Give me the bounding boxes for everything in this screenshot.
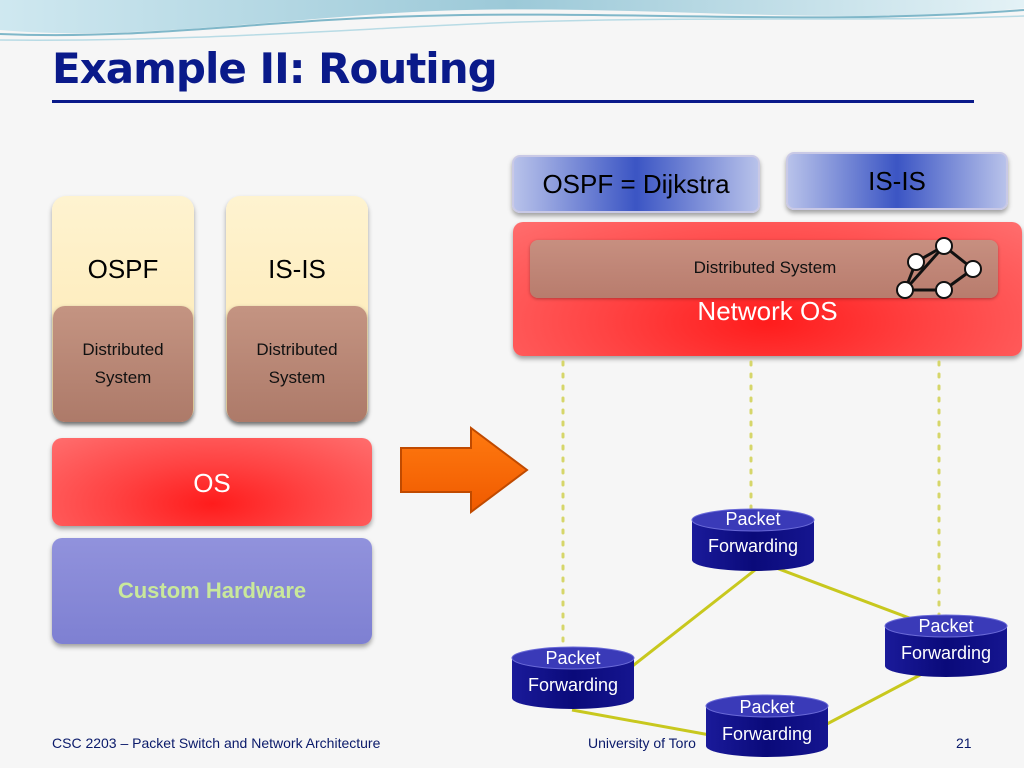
ospf-distributed-system: Distributed System xyxy=(53,306,193,422)
isis-label: IS-IS xyxy=(268,254,326,284)
forwarding-label-bottom: Packet Forwarding xyxy=(721,697,813,744)
forwarding-label-top: Packet Forwarding xyxy=(707,509,799,556)
title-underline xyxy=(52,100,974,103)
network-os-label: Network OS xyxy=(697,296,838,326)
footer-university: University of Toro xyxy=(588,735,696,751)
os-box: OS xyxy=(52,438,372,526)
distributed-system-label: Distributed System xyxy=(693,258,837,277)
ospf-dijkstra-box: OSPF = Dijkstra xyxy=(512,155,760,213)
forwarding-label-left: Packet Forwarding xyxy=(527,648,619,695)
isis-protocol-box: IS-IS xyxy=(786,152,1008,210)
header-wave-decoration xyxy=(0,0,1024,41)
link-left-bottom xyxy=(571,708,711,737)
link-top-left xyxy=(629,568,756,670)
forwarding-label-right: Packet Forwarding xyxy=(900,616,992,663)
os-label: OS xyxy=(193,468,231,498)
page-number: 21 xyxy=(956,735,972,751)
right-arrow-icon xyxy=(400,426,529,514)
graph-icon xyxy=(896,237,982,299)
slide-title: Example II: Routing xyxy=(52,44,498,93)
ospf-label: OSPF xyxy=(87,254,159,284)
custom-hardware-box: Custom Hardware xyxy=(52,538,372,644)
custom-hardware-label: Custom Hardware xyxy=(117,578,307,603)
isis-protocol-label: IS-IS xyxy=(868,165,926,196)
link-right-bottom xyxy=(824,672,923,727)
ospf-dijkstra-label: OSPF = Dijkstra xyxy=(542,168,730,199)
isis-distributed-system: Distributed System xyxy=(227,306,367,422)
footer-course: CSC 2203 – Packet Switch and Network Arc… xyxy=(52,735,381,751)
